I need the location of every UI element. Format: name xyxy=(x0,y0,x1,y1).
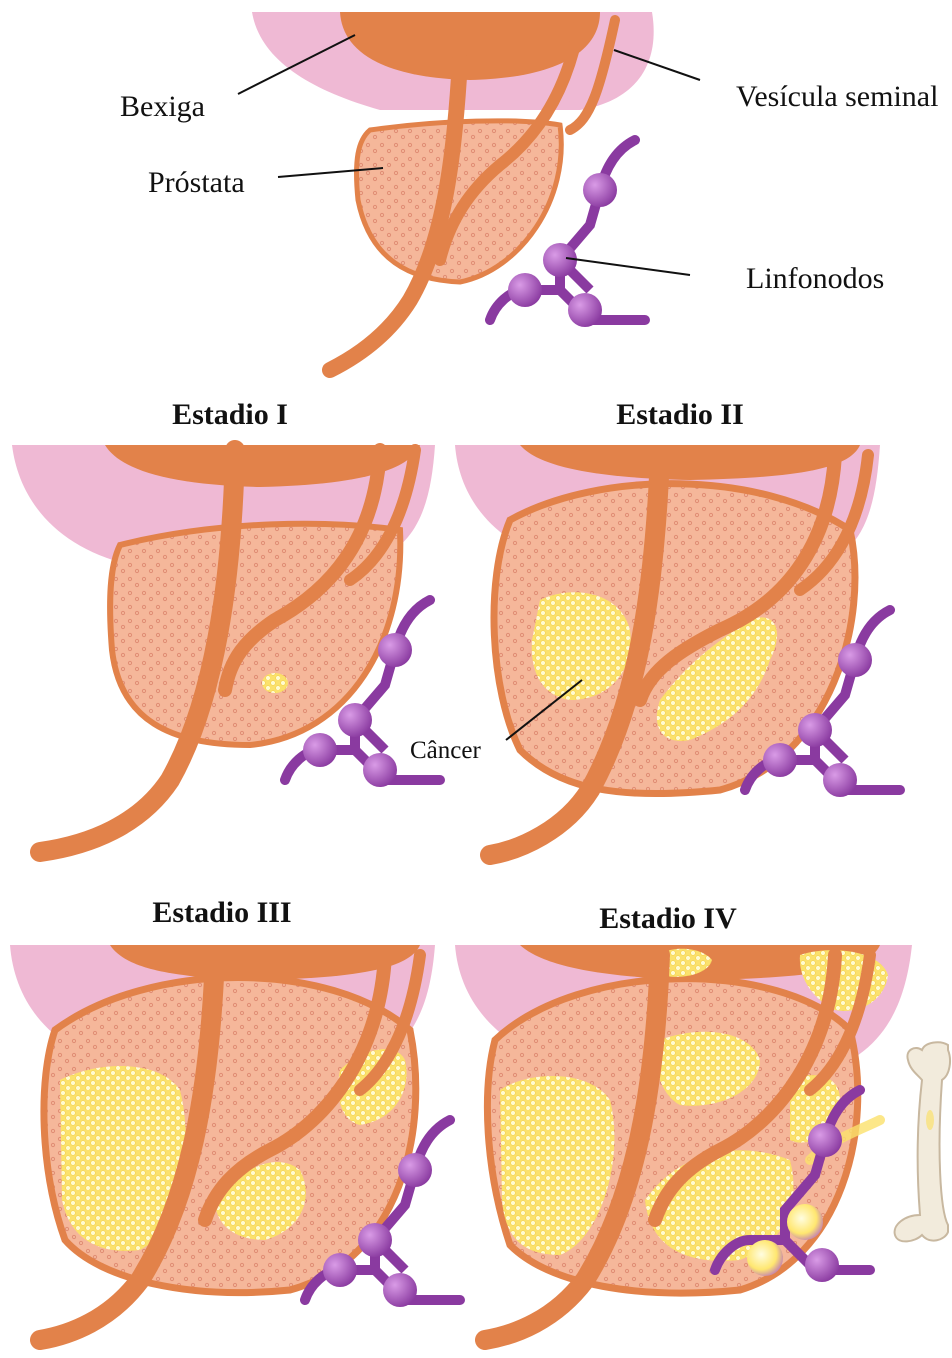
label-bladder: Bexiga xyxy=(120,90,205,123)
stage-4-title: Estadio IV xyxy=(599,902,737,935)
stage-2-panel: Câncer xyxy=(410,445,900,855)
label-seminal-vesicle: Vesícula seminal xyxy=(736,80,938,113)
stage-3-panel xyxy=(10,945,460,1340)
bone-icon xyxy=(895,1042,950,1241)
label-cancer: Câncer xyxy=(410,737,481,764)
label-prostate: Próstata xyxy=(148,166,245,199)
stage-4-panel xyxy=(455,945,950,1340)
stage-3-title: Estadio III xyxy=(152,896,291,929)
stage-2-title: Estadio II xyxy=(616,398,744,431)
tumor-cluster xyxy=(262,673,288,693)
stage-1-title: Estadio I xyxy=(172,398,288,431)
overview-panel: Bexiga Próstata Vesícula seminal Linfono… xyxy=(120,12,938,370)
label-lymph-nodes: Linfonodos xyxy=(746,262,884,295)
stage-1-panel xyxy=(12,445,440,852)
